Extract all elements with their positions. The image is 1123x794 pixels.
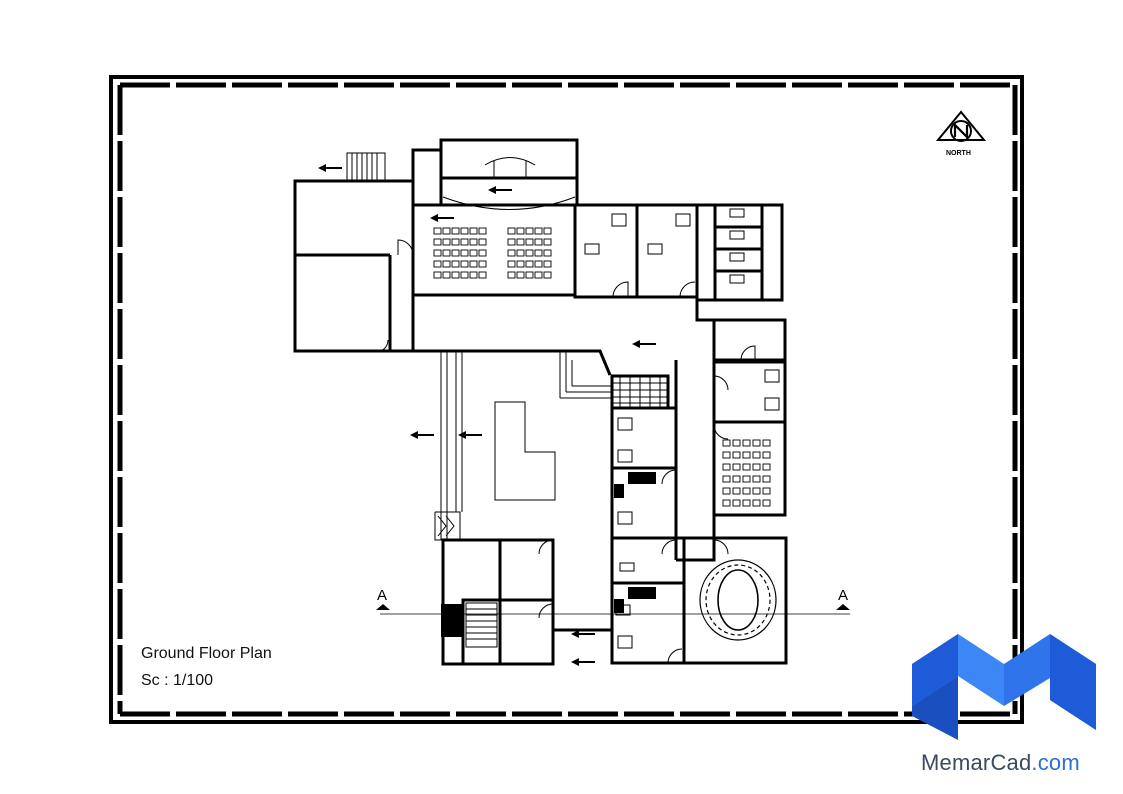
brand-wordmark: MemarCad.com <box>921 750 1080 776</box>
plan-scale: Sc : 1/100 <box>141 672 214 689</box>
stair-top <box>346 152 386 182</box>
section-arrow-icon <box>376 604 390 610</box>
section-arrow-icon <box>836 604 850 610</box>
memarcad-logo-icon <box>912 634 1096 740</box>
meeting-table <box>699 559 777 641</box>
site-lines <box>346 152 668 648</box>
north-label: NORTH <box>946 150 971 157</box>
plan-title: Ground Floor Plan <box>141 645 272 662</box>
solid-elements <box>441 472 656 637</box>
section-label-right: A <box>838 587 849 604</box>
section-label-left: A <box>377 587 388 604</box>
level-marker-icon <box>318 164 656 666</box>
section-line <box>376 604 850 615</box>
auditorium-seating <box>433 227 552 279</box>
stair-south <box>465 602 498 648</box>
doors <box>375 239 756 664</box>
classroom-seating <box>722 439 771 507</box>
north-arrow-icon <box>935 110 987 142</box>
building-walls <box>293 138 788 666</box>
brand-suffix: .com <box>1031 750 1080 775</box>
brand-name: MemarCad <box>921 750 1032 775</box>
sheet-frame <box>109 75 1024 724</box>
stair-center <box>612 376 668 408</box>
